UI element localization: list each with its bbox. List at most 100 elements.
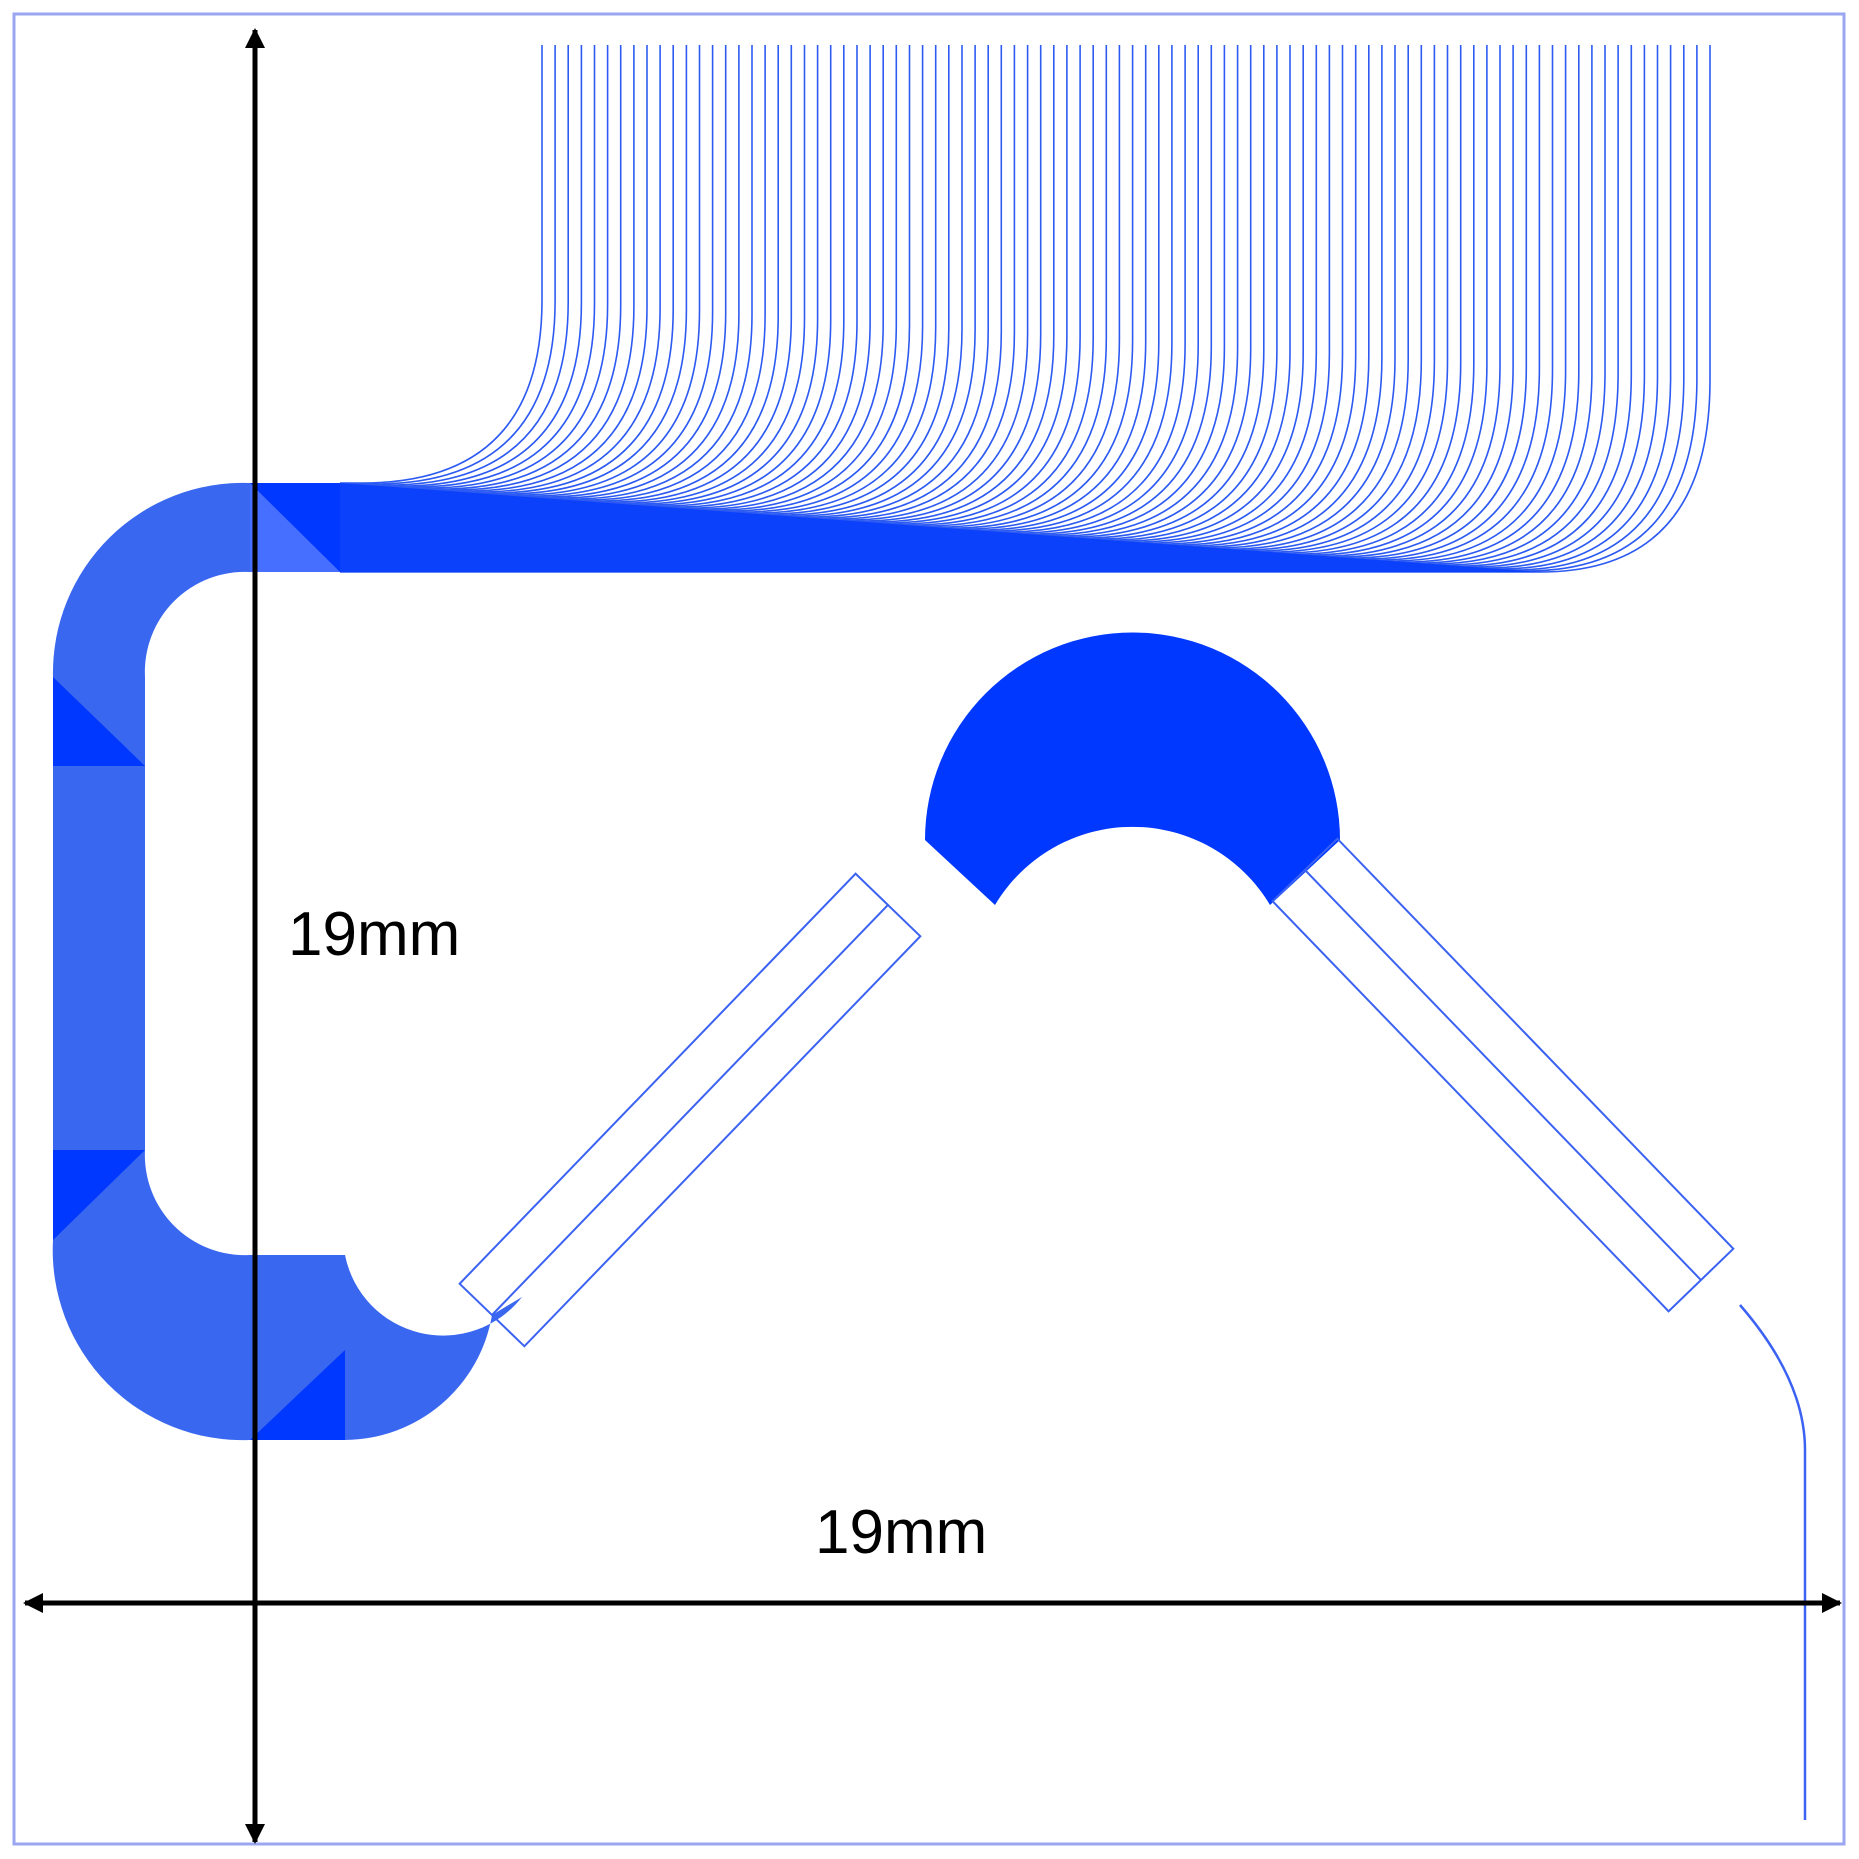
fanout-line bbox=[340, 45, 924, 513]
fanout-line bbox=[340, 45, 1646, 568]
fanout-line bbox=[340, 45, 1357, 546]
fanout-line bbox=[340, 45, 1147, 530]
vertical-dimension-label: 19mm bbox=[288, 900, 460, 969]
left-diagonal-waveguide bbox=[458, 872, 922, 1348]
fanout-line bbox=[340, 45, 779, 502]
corner-patch-bottom bbox=[250, 1350, 345, 1440]
fanout-line bbox=[340, 45, 661, 493]
fanout-line bbox=[340, 45, 871, 509]
fanout-line bbox=[340, 45, 858, 508]
fanout-line bbox=[340, 45, 1173, 532]
fanout-line bbox=[340, 45, 766, 501]
fanout-line bbox=[340, 45, 1672, 570]
fanout-line bbox=[340, 45, 1344, 545]
fanout-line bbox=[340, 45, 1619, 566]
fanout-line bbox=[340, 45, 1291, 541]
fanout-line bbox=[340, 45, 556, 485]
fanout-line bbox=[340, 45, 1567, 562]
fanout-line bbox=[340, 45, 1593, 564]
fanout-line bbox=[340, 45, 1121, 528]
fanout-line bbox=[340, 45, 937, 514]
fanout-line bbox=[340, 45, 583, 487]
fanout-line bbox=[340, 45, 1462, 554]
fanout-line bbox=[340, 45, 1370, 547]
fanout-line bbox=[340, 45, 1383, 548]
fanout-line bbox=[340, 45, 1514, 558]
fanout-line bbox=[340, 45, 793, 503]
fanout-line bbox=[340, 45, 1094, 526]
fanout-line bbox=[340, 45, 1409, 550]
fanout-line bbox=[340, 45, 1475, 555]
fanout-line bbox=[340, 45, 1541, 560]
fanout-line bbox=[340, 45, 648, 492]
fanout-line bbox=[340, 45, 1554, 561]
fanout-line bbox=[340, 45, 1055, 523]
fanout-line bbox=[340, 45, 1488, 556]
fanout-line bbox=[340, 45, 1659, 569]
fanout-line bbox=[340, 45, 1685, 571]
fanout-line bbox=[340, 45, 1108, 527]
fanout-line bbox=[340, 45, 819, 505]
fanout-line bbox=[340, 45, 1331, 544]
fanout-line bbox=[340, 45, 1318, 543]
fanout-line bbox=[340, 45, 1186, 533]
fanout-line bbox=[340, 45, 714, 497]
corner-patch-top bbox=[250, 483, 340, 572]
fanout-line bbox=[340, 45, 1252, 538]
fanout-line bbox=[340, 45, 989, 518]
fanout-line bbox=[340, 45, 1213, 535]
fanout-line bbox=[340, 45, 1606, 565]
top-waveguide-bus bbox=[250, 483, 1540, 572]
fanout-line bbox=[340, 45, 884, 510]
c-shaped-waveguide-bundle bbox=[52, 482, 522, 1441]
fanout-line bbox=[340, 45, 806, 504]
fanout-line bbox=[340, 45, 832, 506]
corner-patch-left-bottom bbox=[53, 1150, 145, 1240]
fanout-line bbox=[340, 45, 1436, 552]
fanout-line bbox=[340, 45, 845, 507]
fanout-line bbox=[340, 45, 1160, 531]
fanout-line bbox=[340, 45, 950, 515]
fanout-line bbox=[340, 45, 740, 499]
fanout-line bbox=[340, 45, 1239, 537]
fanout-line bbox=[340, 45, 1199, 534]
fanout-line bbox=[340, 45, 1580, 563]
output-waveguide bbox=[1739, 1304, 1807, 1820]
fanout-line bbox=[340, 45, 1134, 529]
fanout-line bbox=[340, 45, 1449, 553]
horizontal-dimension-label: 19mm bbox=[815, 1498, 987, 1567]
fanout-line bbox=[340, 45, 609, 489]
fanout-line bbox=[340, 45, 898, 511]
fanout-line bbox=[340, 45, 543, 484]
fanout-line bbox=[340, 45, 688, 495]
fanout-line bbox=[340, 45, 1711, 573]
fanout-line bbox=[340, 45, 1423, 551]
fanout-line bbox=[340, 45, 1068, 524]
fanout-line bbox=[340, 45, 1016, 520]
fanout-line bbox=[340, 45, 596, 488]
fanout-line bbox=[340, 45, 1029, 521]
fanout-line bbox=[340, 45, 1528, 559]
fanout-line bbox=[340, 45, 701, 496]
fanout-line bbox=[340, 45, 1226, 536]
fanout-waveguide-lines bbox=[340, 45, 1711, 573]
fanout-line bbox=[340, 45, 911, 512]
right-diagonal-waveguide bbox=[1271, 837, 1735, 1313]
fanout-line bbox=[340, 45, 1003, 519]
fanout-line bbox=[340, 45, 635, 491]
fanout-line bbox=[340, 45, 674, 494]
fanout-line bbox=[340, 45, 963, 516]
fanout-line bbox=[340, 45, 622, 490]
fanout-line bbox=[340, 45, 569, 486]
corner-patch-left-top bbox=[53, 677, 145, 766]
fanout-line bbox=[340, 45, 727, 498]
fanout-line bbox=[340, 45, 753, 500]
top-arc-waveguide bbox=[925, 632, 1340, 905]
fanout-line bbox=[340, 45, 1042, 522]
fanout-line bbox=[340, 45, 1501, 557]
fanout-line bbox=[340, 45, 1278, 540]
fanout-line bbox=[340, 45, 1081, 525]
fanout-line bbox=[340, 45, 976, 517]
fanout-line bbox=[340, 45, 1265, 539]
